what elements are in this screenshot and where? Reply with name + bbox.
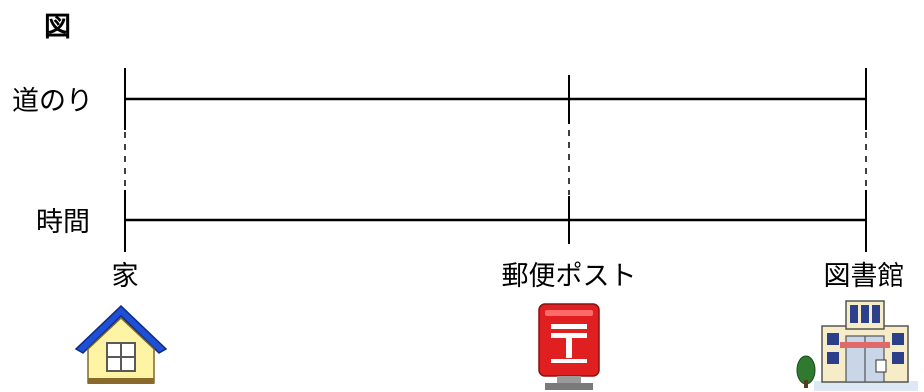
distance-line-group xyxy=(124,68,867,130)
time-line-group xyxy=(124,190,867,252)
post-label: 郵便ポスト xyxy=(502,261,637,292)
library-building-icon xyxy=(796,300,918,391)
house-icon xyxy=(74,304,168,384)
figure-title: 図 xyxy=(44,12,71,43)
dashed-connectors xyxy=(124,130,867,195)
mailbox-icon xyxy=(538,303,600,390)
library-label: 図書館 xyxy=(824,261,905,292)
home-label: 家 xyxy=(112,261,139,292)
distance-row-label: 道のり xyxy=(12,86,93,117)
time-row-label: 時間 xyxy=(36,207,90,238)
